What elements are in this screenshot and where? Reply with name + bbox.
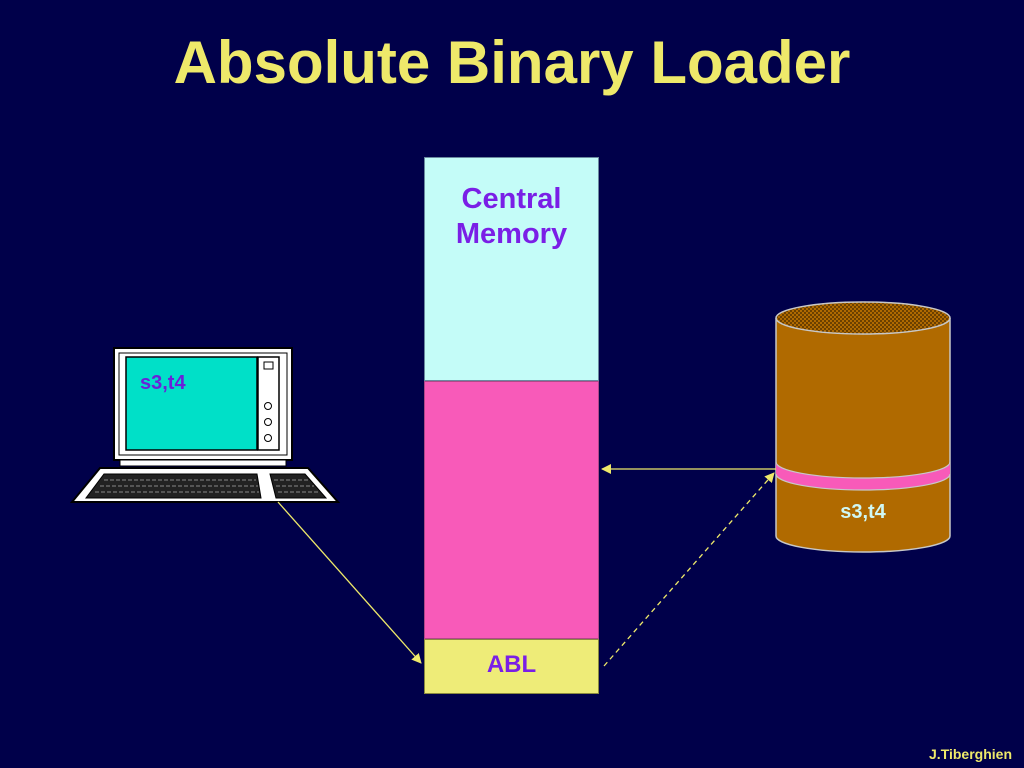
- terminal-icon: [69, 347, 341, 503]
- memory-loader-region: [424, 639, 599, 694]
- slide-title: Absolute Binary Loader: [173, 29, 851, 96]
- disk-sector-band: [776, 462, 950, 490]
- abl-label: ABL: [486, 651, 537, 678]
- abl-to-disk-dashed-arrow: [603, 472, 775, 667]
- terminal-screen-text: s3,t4: [140, 372, 186, 394]
- terminal-screen: [125, 356, 258, 451]
- author-credit: J.Tiberghien: [929, 746, 1012, 762]
- disk-label: s3,t4: [840, 501, 886, 523]
- disk-icon: [775, 301, 951, 553]
- terminal-to-abl-arrow: [277, 501, 422, 664]
- memory-free-region: [424, 157, 599, 381]
- central-memory-label: Central Memory: [455, 183, 568, 250]
- memory-target-region: [424, 381, 599, 639]
